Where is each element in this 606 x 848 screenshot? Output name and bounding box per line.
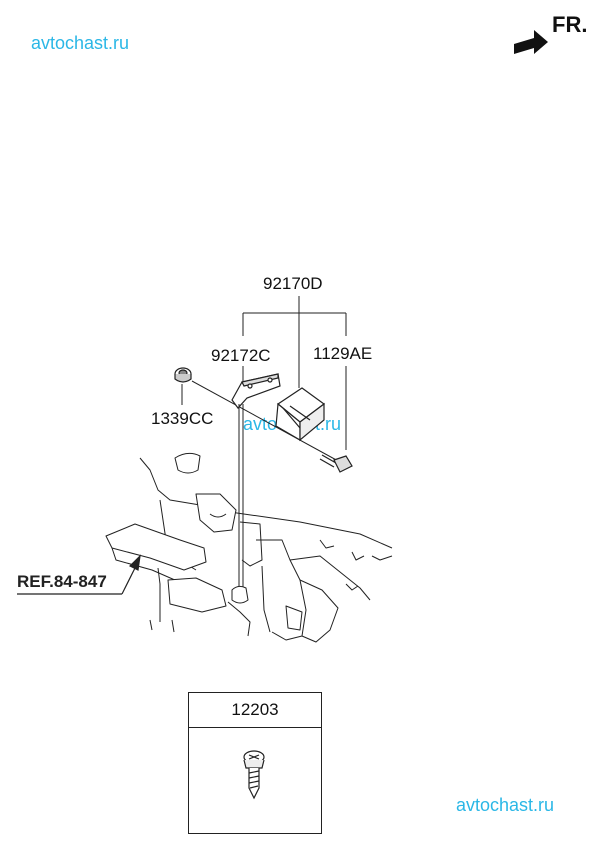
- bolt-part: [319, 454, 353, 473]
- parts-box: 12203: [188, 692, 322, 834]
- mount-leader: [238, 404, 244, 590]
- grommet-part: [174, 367, 192, 383]
- watermark-top-left: avtochast.ru: [31, 33, 130, 53]
- assembly-callout: 92170D: [263, 274, 323, 293]
- grommet-callout: 1339CC: [151, 409, 214, 428]
- vehicle-body-structure: [105, 452, 393, 643]
- bracket-callout: 92172C: [211, 346, 271, 365]
- front-arrow-icon: [514, 30, 548, 54]
- assembly-leader-lines: [181, 296, 347, 450]
- reference-leader: [17, 554, 141, 595]
- assembly-axis-line: [191, 380, 341, 463]
- reference-callout: REF.84-847: [17, 572, 107, 591]
- screw-icon: [243, 750, 265, 800]
- front-label: FR.: [552, 12, 588, 37]
- module-part: [275, 387, 326, 442]
- bracket-part: [231, 373, 281, 409]
- watermark-bottom-right: avtochast.ru: [456, 795, 555, 815]
- parts-box-part-number: 12203: [189, 693, 321, 728]
- bolt-callout: 1129AE: [313, 344, 373, 363]
